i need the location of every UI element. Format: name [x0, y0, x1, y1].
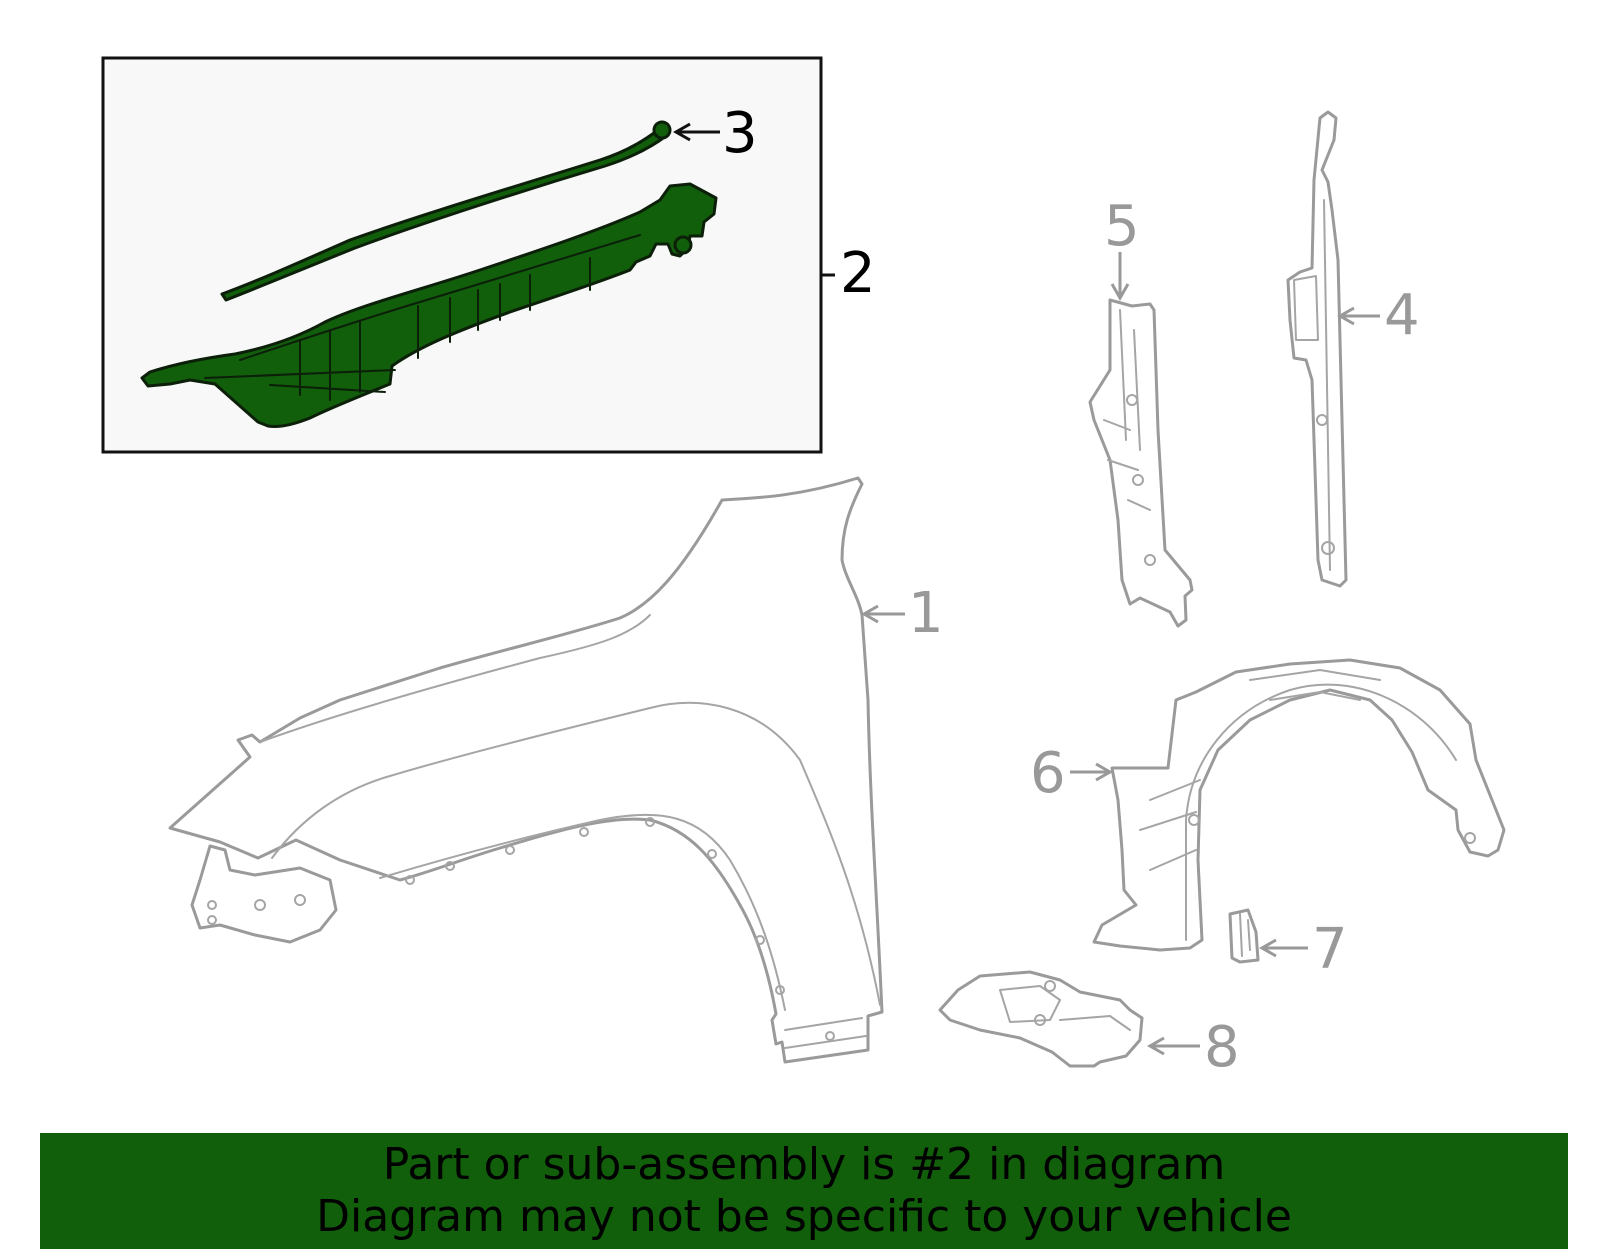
leader-6 [1070, 762, 1114, 782]
callout-1[interactable]: 1 [908, 581, 944, 646]
callout-8[interactable]: 8 [1204, 1015, 1240, 1080]
callout-4[interactable]: 4 [1384, 283, 1420, 348]
inset-frame [101, 56, 823, 454]
part-1-fender[interactable] [168, 476, 884, 1064]
callout-2[interactable]: 2 [840, 241, 876, 306]
callout-6[interactable]: 6 [1030, 741, 1066, 806]
part-6-liner[interactable] [1092, 658, 1506, 952]
banner-line-1: Part or sub-assembly is #2 in diagram [382, 1139, 1226, 1190]
callout-3[interactable]: 3 [722, 101, 758, 166]
info-banner: Part or sub-assembly is #2 in diagram Di… [40, 1133, 1568, 1249]
leader-3 [672, 122, 720, 142]
leader-5 [1110, 252, 1130, 302]
part-7-clip[interactable] [1228, 908, 1260, 964]
leader-7 [1258, 938, 1308, 958]
part-5-bracket[interactable] [1088, 298, 1194, 628]
callout-7[interactable]: 7 [1312, 917, 1348, 982]
parts-diagram: 3 2 1 5 [101, 56, 1506, 1080]
part-3-seal-strip[interactable] [220, 120, 672, 302]
part-8-cover[interactable] [938, 970, 1144, 1068]
part-2-cowl-panel[interactable] [140, 182, 718, 428]
callout-5[interactable]: 5 [1104, 194, 1140, 259]
banner-line-2: Diagram may not be specific to your vehi… [316, 1191, 1292, 1242]
leader-4 [1336, 306, 1380, 326]
part-4-bracket[interactable] [1286, 110, 1348, 588]
part-2-inset[interactable] [101, 56, 835, 454]
leader-1 [860, 604, 905, 624]
leader-8 [1146, 1036, 1200, 1056]
